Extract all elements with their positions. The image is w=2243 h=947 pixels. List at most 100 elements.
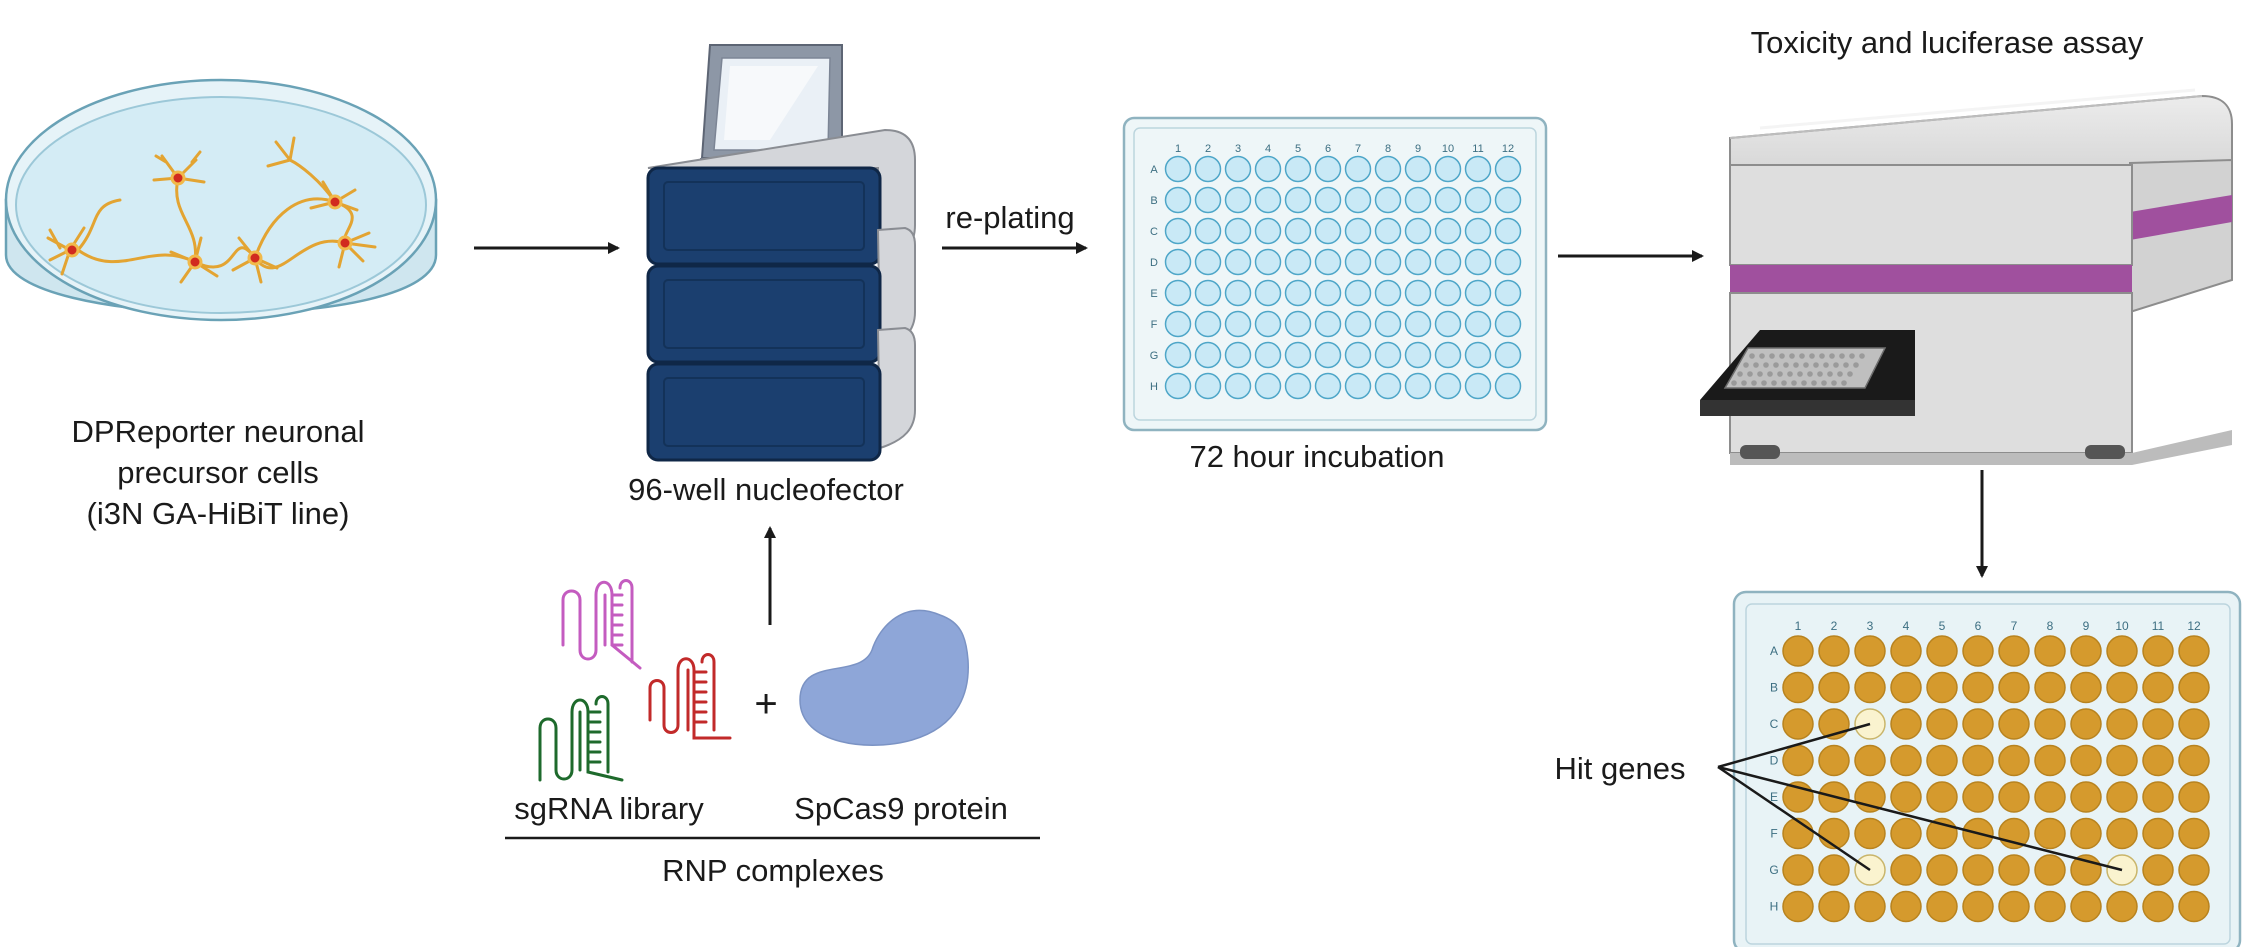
tray-well — [1741, 380, 1747, 386]
sgrna-red — [648, 653, 732, 740]
plate-well — [2070, 781, 2102, 813]
plate-well — [1314, 279, 1342, 307]
plate-well — [2142, 635, 2174, 667]
plate-well — [1374, 186, 1402, 214]
plate-well — [1854, 890, 1886, 923]
nucleofector-device — [646, 44, 916, 462]
tray-well — [1847, 371, 1853, 377]
plate-well — [1404, 372, 1432, 400]
plate-well — [1344, 248, 1372, 276]
plate-well — [1344, 372, 1372, 400]
plate-well — [1494, 310, 1522, 338]
tray-well — [1797, 371, 1803, 377]
plate-well — [1374, 155, 1402, 183]
plate-well — [1164, 310, 1192, 338]
petri-dish — [4, 78, 438, 322]
plate-well — [1890, 890, 1922, 923]
plate-well — [1164, 186, 1192, 214]
plate-well — [2178, 671, 2210, 704]
plate-well — [1164, 372, 1192, 400]
plate-column-label: 4 — [1265, 143, 1271, 155]
plate-well — [1194, 248, 1222, 276]
plate-well — [1194, 217, 1222, 245]
plate-well — [2070, 817, 2102, 850]
plate-well — [1164, 155, 1192, 183]
plate-well — [1818, 671, 1850, 704]
plate-well — [1818, 635, 1850, 667]
plate-row-label: G — [1150, 350, 1159, 362]
plate-well — [1782, 854, 1814, 886]
plate-row-label: E — [1150, 288, 1157, 300]
plate-well — [1782, 744, 1814, 777]
plate-well — [1962, 854, 1994, 886]
plate-well — [1494, 186, 1522, 214]
plate-well — [1962, 671, 1994, 704]
plate-column-label: 1 — [1795, 619, 1802, 633]
plate-well — [1962, 890, 1994, 923]
plate-well — [1224, 248, 1252, 276]
cells-label-line-1: DPReporter neuronal — [71, 414, 365, 449]
plate-column-label: 2 — [1831, 619, 1838, 633]
plate-well — [1782, 671, 1814, 704]
plate-well — [2034, 781, 2066, 813]
plate-well — [1890, 817, 1922, 850]
plate-well — [1890, 781, 1922, 813]
plate-well — [1224, 341, 1252, 369]
plate-reader — [1700, 88, 2233, 465]
tray-well — [1731, 380, 1737, 386]
plate-well — [1284, 310, 1312, 338]
plate-well — [1998, 890, 2030, 923]
plate-row-label: F — [1770, 827, 1777, 841]
plate-well — [2142, 890, 2174, 923]
cells-label-line-2: precursor cells — [117, 455, 319, 490]
plate-well — [1854, 635, 1886, 667]
plate-row-label: C — [1770, 717, 1779, 731]
plate-well — [1962, 781, 1994, 813]
plate-well — [1434, 279, 1462, 307]
plate-well — [1344, 341, 1372, 369]
hit-gene-pointer-lines — [1717, 722, 2123, 872]
plate-row-label: G — [1769, 863, 1778, 877]
plate-column-label: 9 — [2083, 619, 2090, 633]
plate-well — [1314, 186, 1342, 214]
sgrna-library-label: sgRNA library — [514, 791, 704, 826]
plate-well — [2106, 890, 2138, 923]
plate-well — [1494, 248, 1522, 276]
plate-well — [1464, 155, 1492, 183]
tray-well — [1781, 380, 1787, 386]
plate-row-label: D — [1150, 257, 1158, 269]
plate-well — [2034, 817, 2066, 850]
plate-well — [1194, 155, 1222, 183]
tray-well — [1853, 362, 1859, 368]
plate-well — [1818, 890, 1850, 923]
tray-well — [1783, 362, 1789, 368]
plate-well — [1434, 155, 1462, 183]
tray-well — [1813, 362, 1819, 368]
plate-column-label: 8 — [2047, 619, 2054, 633]
tray-well — [1779, 353, 1785, 359]
plate-well — [1284, 248, 1312, 276]
plate-column-label: 12 — [2187, 619, 2201, 633]
plate-well — [1404, 186, 1432, 214]
tray-well — [1753, 362, 1759, 368]
module-2 — [646, 226, 916, 364]
plate-well — [1890, 708, 1922, 740]
plate-well — [2034, 744, 2066, 777]
plate-well — [1434, 186, 1462, 214]
tray-well — [1759, 353, 1765, 359]
tray-well — [1757, 371, 1763, 377]
tray-well — [1761, 380, 1767, 386]
plate-column-label: 6 — [1975, 619, 1982, 633]
blue-plate-wells — [1164, 155, 1522, 400]
neuron-nuclei — [64, 170, 353, 270]
plate-well — [2106, 671, 2138, 704]
plate-well — [1284, 341, 1312, 369]
plate-well — [1314, 155, 1342, 183]
tray-well — [1767, 371, 1773, 377]
plate-well — [1344, 155, 1372, 183]
plate-well — [1224, 186, 1252, 214]
plate-well — [1818, 817, 1850, 850]
